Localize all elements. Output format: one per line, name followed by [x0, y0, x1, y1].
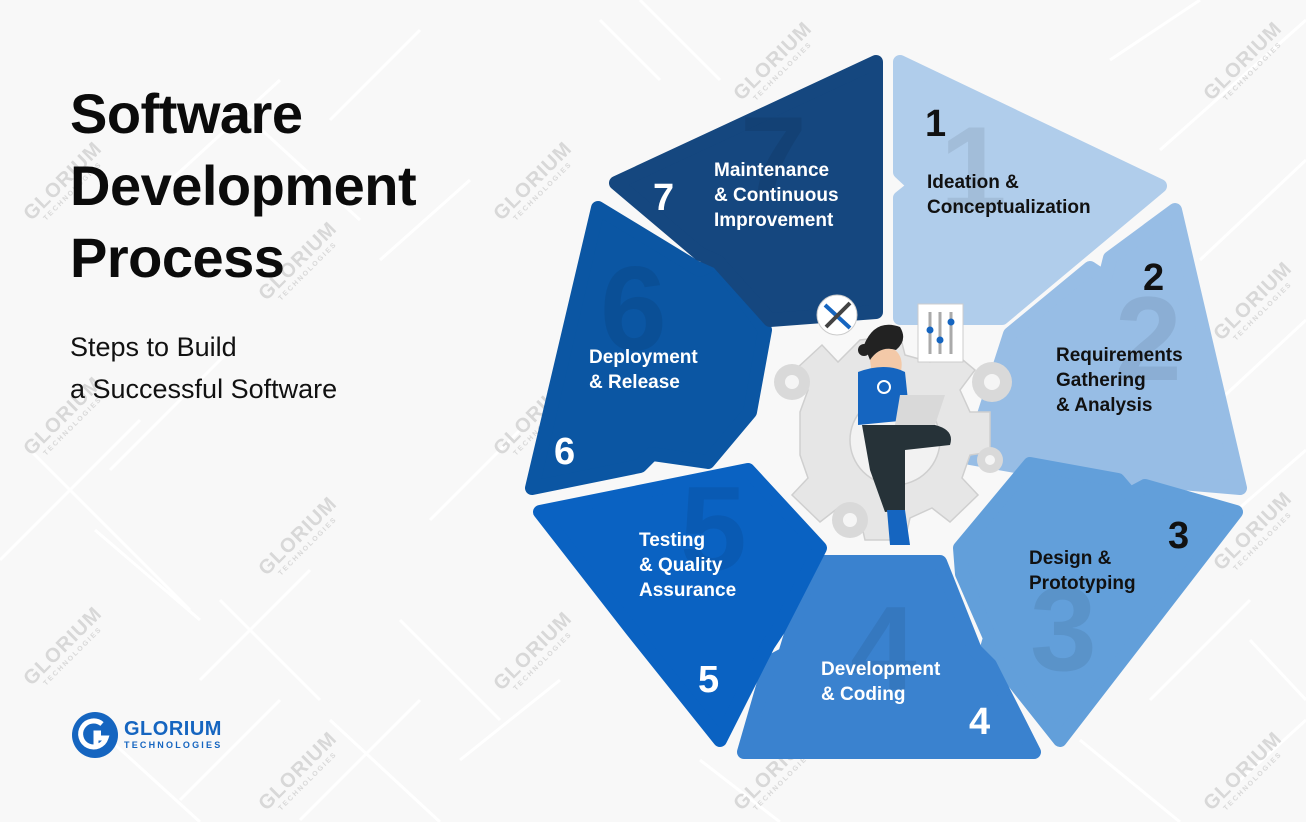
- title-line: Software: [70, 82, 303, 145]
- logo-subtitle: TECHNOLOGIES: [124, 740, 223, 750]
- bg-number: 5: [680, 462, 747, 596]
- bg-number: 1: [940, 102, 1007, 236]
- subtitle-line: Steps to Build: [70, 332, 237, 362]
- glorium-logo-icon: [72, 712, 118, 758]
- step-number: 2: [1143, 257, 1165, 299]
- step-segment-6[interactable]: [525, 201, 772, 495]
- step-segment-3[interactable]: [953, 457, 1243, 747]
- step-segment-4[interactable]: [737, 555, 1041, 759]
- person-illustration: [858, 324, 951, 545]
- subtitle-line: a Successful Software: [70, 374, 338, 404]
- step-number: 7: [653, 177, 675, 219]
- title-line: Development: [70, 154, 417, 217]
- bg-number: 2: [1115, 272, 1182, 406]
- bg-number: 4: [850, 582, 917, 716]
- bg-number: 7: [740, 92, 807, 226]
- logo-name: GLORIUM: [124, 718, 222, 740]
- step-segment-5[interactable]: [533, 463, 827, 747]
- step-segment-7[interactable]: [609, 55, 883, 327]
- title-line: Process: [70, 226, 285, 289]
- step-label: Ideation &Conceptualization: [927, 172, 1091, 218]
- step-number: 3: [1168, 515, 1190, 557]
- step-number: 1: [925, 103, 947, 145]
- step-segment-2[interactable]: [963, 203, 1247, 502]
- subtitle: Steps to Build a Successful Software: [70, 326, 337, 410]
- step-number: 4: [969, 701, 991, 743]
- step-segment-1[interactable]: [893, 55, 1167, 325]
- center-illustration: [774, 294, 1012, 545]
- bg-number: 6: [600, 242, 667, 376]
- bg-number: 3: [1030, 562, 1097, 696]
- page-title: Software Development Process: [70, 78, 417, 294]
- glorium-logo: GLORIUM TECHNOLOGIES: [72, 712, 222, 758]
- sliders-icon: [917, 303, 964, 363]
- step-number: 6: [554, 431, 576, 473]
- wrench-screwdriver-icon: [816, 294, 858, 336]
- step-label: Deployment& Release: [589, 347, 698, 393]
- step-number: 5: [698, 659, 720, 701]
- step-label: Development& Coding: [821, 659, 941, 705]
- step-label: Design &Prototyping: [1029, 548, 1136, 594]
